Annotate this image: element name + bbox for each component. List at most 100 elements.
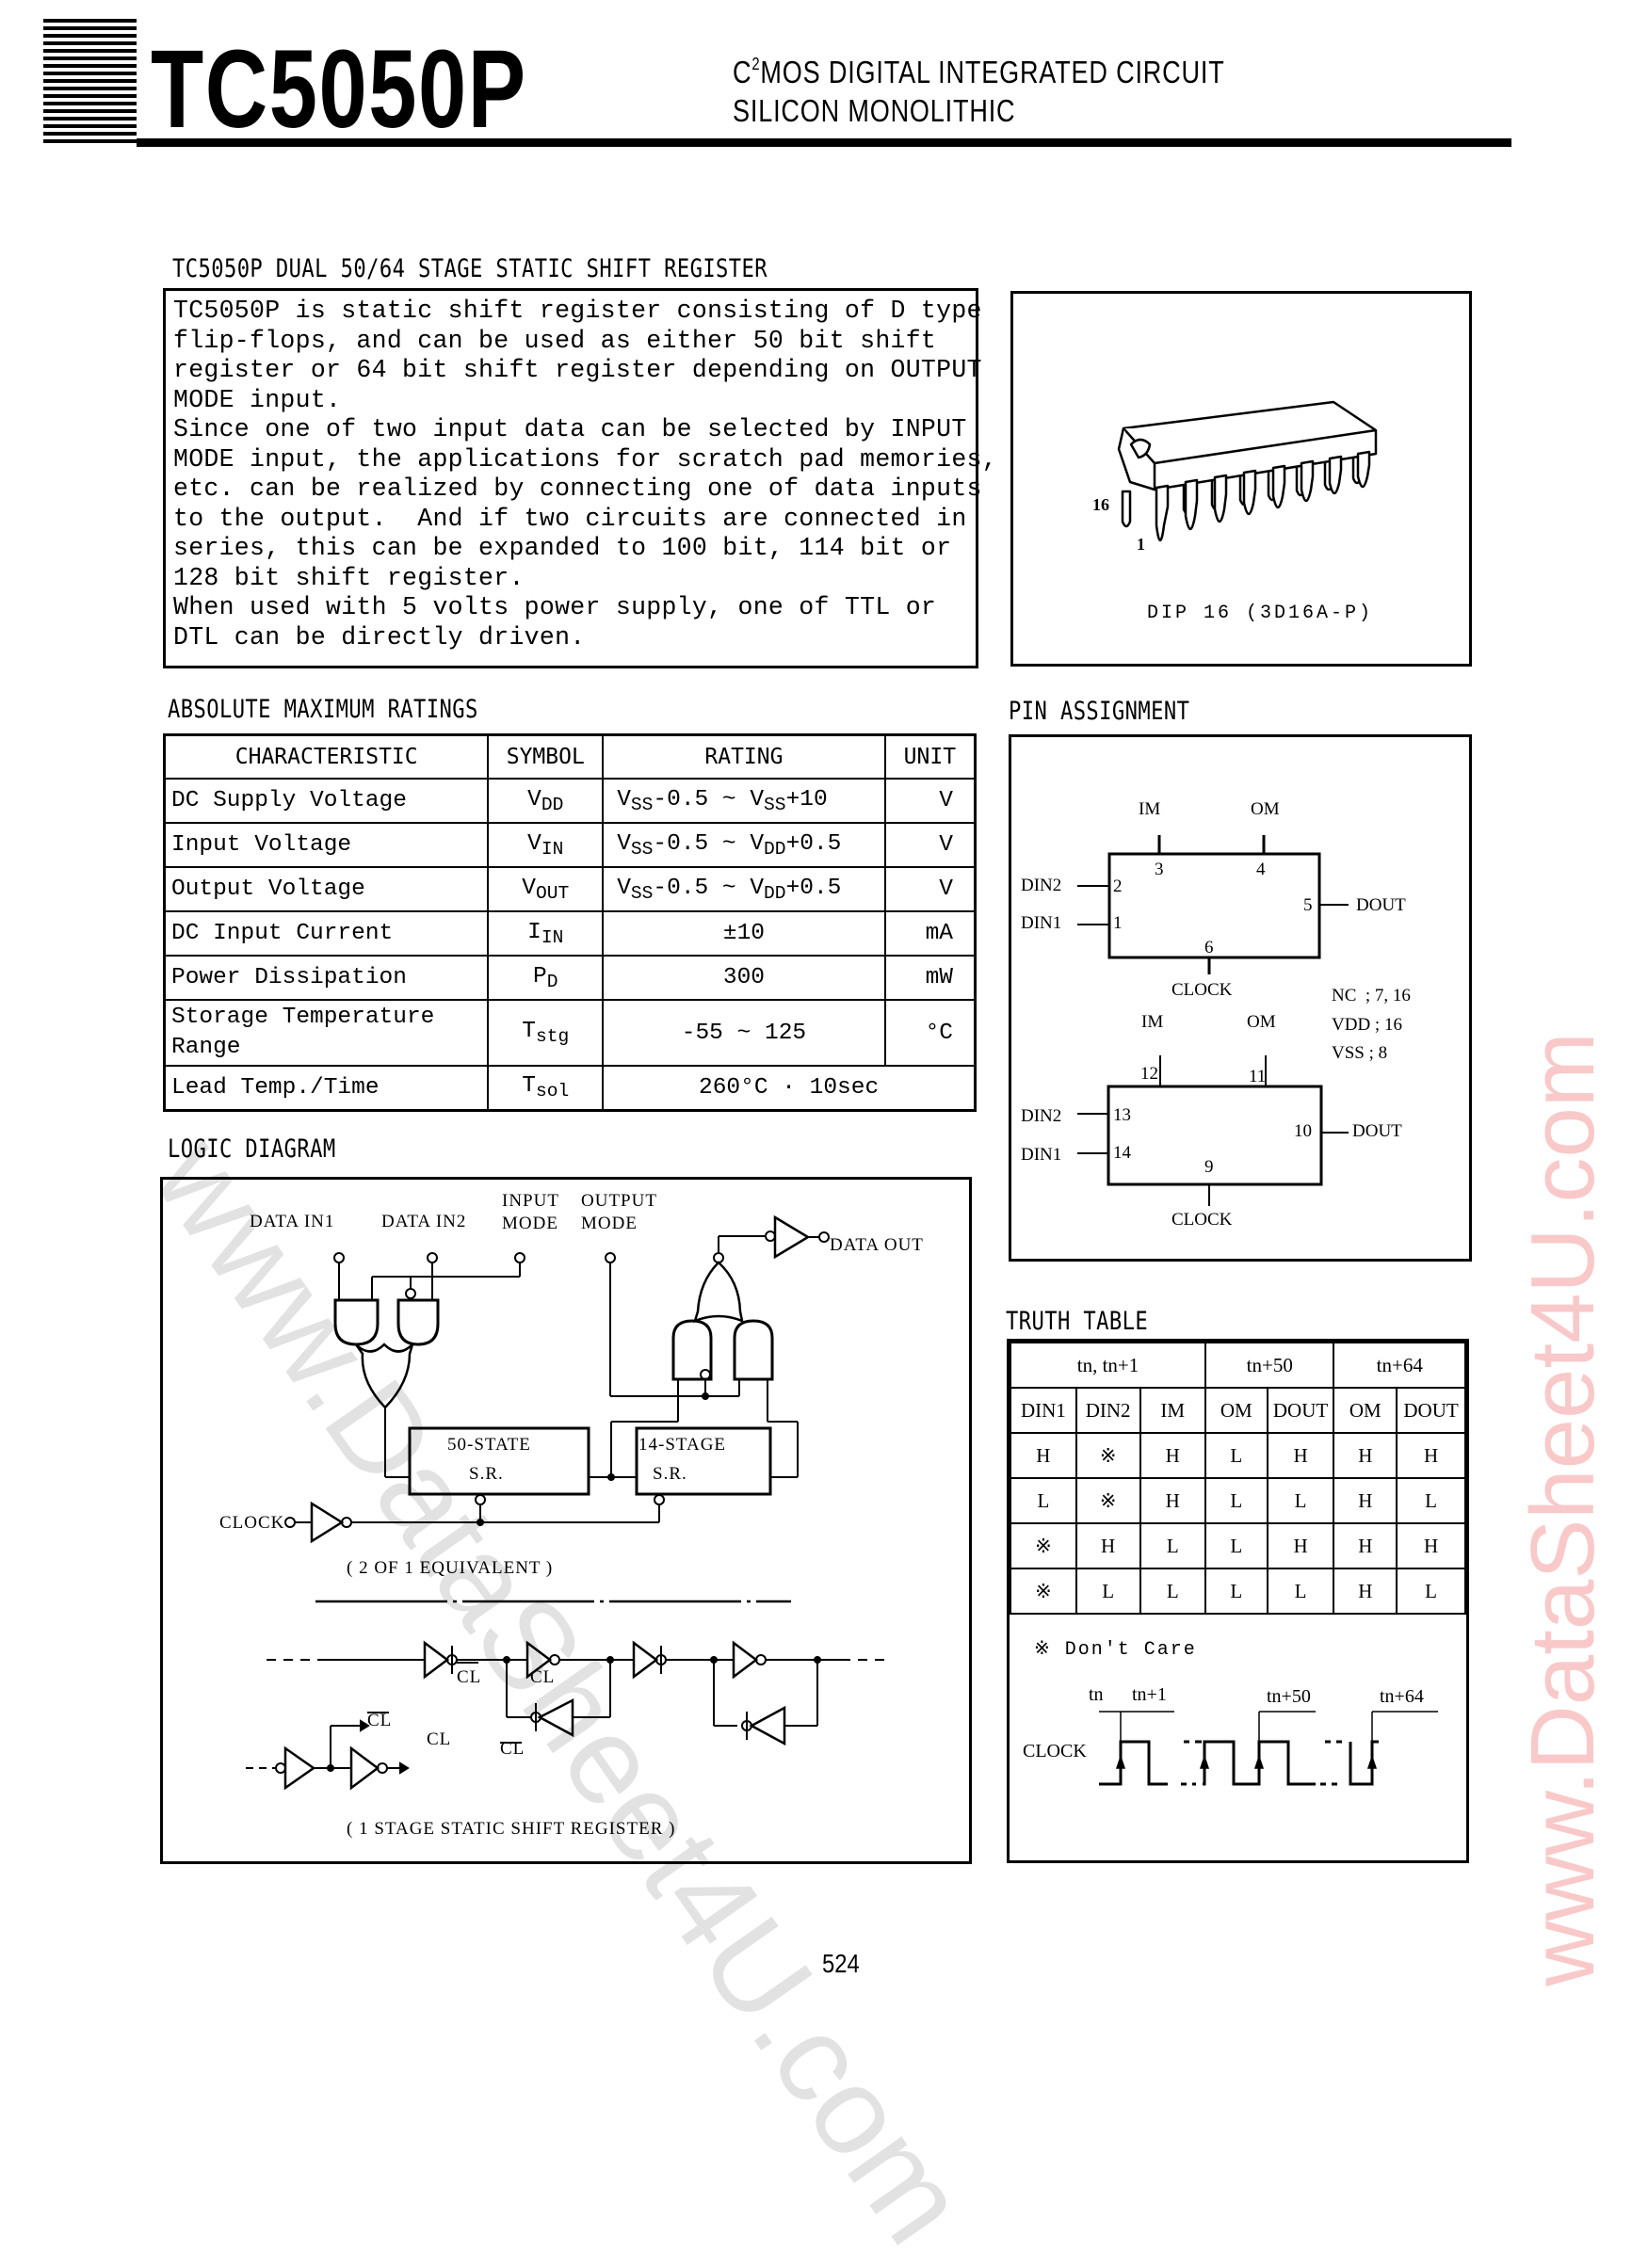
group-header-tn50: tn+50: [1204, 1342, 1335, 1389]
svg-text:50-STATE: 50-STATE: [447, 1435, 531, 1455]
characteristic-cell: Lead Temp./Time: [163, 1065, 490, 1111]
col-din2: DIN2: [1075, 1387, 1141, 1434]
svg-text:11: 11: [1249, 1067, 1266, 1086]
cell: ※: [1010, 1522, 1077, 1569]
cell: L: [1139, 1522, 1207, 1569]
svg-text:DATA IN1: DATA IN1: [250, 1212, 334, 1231]
pin-diagram: IM OM 3 4 DIN2 DIN1 2 1 5 DOUT 6 CLOCK I…: [1021, 799, 1411, 1230]
svg-text:IM: IM: [1141, 1012, 1163, 1032]
symbol-cell: Tsol: [487, 1065, 605, 1111]
svg-text:S.R.: S.R.: [653, 1464, 687, 1484]
symbol-cell: PD: [487, 955, 605, 1001]
header-stripe-logo: [43, 19, 137, 143]
svg-text:CL: CL: [427, 1729, 451, 1749]
svg-text:14: 14: [1113, 1143, 1132, 1163]
svg-text:14-STAGE: 14-STAGE: [638, 1435, 726, 1455]
subtitle-superscript: 2: [751, 55, 761, 73]
table-row: Storage Temperature Range Tstg -55 ~ 125…: [163, 999, 977, 1067]
svg-text:OUTPUT: OUTPUT: [581, 1191, 657, 1211]
ratings-table: CHARACTERISTIC SYMBOL RATING UNIT DC Sup…: [163, 733, 977, 1112]
logic-diagram: DATA IN1 DATA IN2 INPUT MODE OUTPUT MODE…: [219, 1191, 924, 1839]
truth-table: tn, tn+1 tn+50 tn+64 DIN1 DIN2 IM OM DOU…: [1010, 1342, 1466, 1615]
cell: H: [1266, 1522, 1335, 1569]
cell: L: [1204, 1522, 1268, 1569]
svg-text:DOUT: DOUT: [1356, 895, 1406, 915]
cell: H: [1333, 1522, 1398, 1569]
unit-cell: V: [883, 778, 977, 824]
side-watermark: www.DataSheet4U.com: [1512, 1032, 1613, 1987]
svg-text:CL: CL: [530, 1667, 555, 1687]
cell: L: [1204, 1568, 1268, 1615]
rating-cell: 300: [602, 955, 886, 1001]
logic-diagram-heading: LOGIC DIAGRAM: [168, 1134, 336, 1164]
svg-text:S.R.: S.R.: [469, 1464, 504, 1484]
cell: H: [1075, 1522, 1141, 1569]
header-rule: [137, 138, 1511, 147]
part-number-title: TC5050P: [151, 27, 527, 152]
svg-text:2: 2: [1113, 877, 1123, 896]
unit-cell: mW: [883, 955, 977, 1001]
subtitle-rest: MOS DIGITAL INTEGRATED CIRCUIT: [760, 55, 1225, 89]
ratings-heading: ABSOLUTE MAXIMUM RATINGS: [168, 695, 478, 724]
col-characteristic: CHARACTERISTIC: [163, 733, 490, 780]
characteristic-cell: Power Dissipation: [163, 955, 490, 1001]
col-om-50: OM: [1204, 1387, 1268, 1434]
group-header-tn64: tn+64: [1333, 1342, 1466, 1389]
cell: H: [1333, 1432, 1398, 1479]
pin-assignment-box: IM OM 3 4 DIN2 DIN1 2 1 5 DOUT 6 CLOCK I…: [1009, 734, 1472, 1262]
group-header-row: tn, tn+1 tn+50 tn+64: [1010, 1342, 1466, 1389]
svg-text:12: 12: [1140, 1064, 1158, 1084]
svg-text:IM: IM: [1139, 799, 1160, 819]
svg-text:DATA OUT: DATA OUT: [830, 1235, 924, 1255]
characteristic-cell: Output Voltage: [163, 866, 490, 912]
svg-text:10: 10: [1294, 1121, 1312, 1141]
col-om-64: OM: [1333, 1387, 1398, 1434]
cell: L: [1139, 1568, 1207, 1615]
svg-text:( 1 STAGE STATIC SHIFT REGISTE: ( 1 STAGE STATIC SHIFT REGISTER ): [347, 1819, 675, 1839]
column-header-row: DIN1 DIN2 IM OM DOUT OM DOUT: [1010, 1387, 1466, 1434]
cell: L: [1396, 1477, 1466, 1524]
svg-text:MODE: MODE: [581, 1214, 638, 1233]
svg-text:1: 1: [1113, 913, 1123, 933]
subtitle-prefix: C: [733, 55, 752, 89]
cell: L: [1010, 1477, 1077, 1524]
package-box: 16 1 DIP 16 (3D16A-P): [1010, 291, 1472, 667]
description-box: TC5050P is static shift register consist…: [163, 288, 997, 668]
characteristic-cell: DC Input Current: [163, 910, 490, 957]
characteristic-cell: Input Voltage: [163, 822, 490, 868]
table-row: DC Supply Voltage VDD VSS-0.5 ~ VSS+10 V: [163, 778, 977, 824]
pin16-label: 16: [1092, 495, 1109, 514]
block2-outline: [1107, 1085, 1323, 1186]
svg-text:5: 5: [1303, 895, 1313, 915]
svg-text:MODE: MODE: [502, 1214, 558, 1233]
rating-cell: VSS-0.5 ~ VDD+0.5: [602, 866, 886, 912]
table-row: Power Dissipation PD 300 mW: [163, 955, 977, 1001]
characteristic-cell: DC Supply Voltage: [163, 778, 490, 824]
cell: H: [1266, 1432, 1335, 1479]
table-row: Output Voltage VOUT VSS-0.5 ~ VDD+0.5 V: [163, 866, 977, 912]
svg-text:VDD ; 16: VDD ; 16: [1332, 1015, 1402, 1035]
rating-cell: 260°C · 10sec: [602, 1065, 977, 1111]
svg-text:tn+64: tn+64: [1380, 1686, 1424, 1707]
svg-text:DIN2: DIN2: [1021, 1106, 1061, 1126]
svg-text:tn+1: tn+1: [1132, 1684, 1167, 1705]
col-din1: DIN1: [1010, 1387, 1077, 1434]
svg-text:OM: OM: [1251, 799, 1280, 819]
col-im: IM: [1139, 1387, 1207, 1434]
table-row: Lead Temp./Time Tsol 260°C · 10sec: [163, 1065, 977, 1111]
cell: H: [1396, 1522, 1466, 1569]
cell: L: [1266, 1568, 1335, 1615]
truth-table-heading: TRUTH TABLE: [1006, 1307, 1149, 1336]
unit-cell: °C: [883, 999, 977, 1067]
cell: ※: [1075, 1477, 1141, 1524]
svg-text:CL: CL: [367, 1711, 392, 1730]
svg-text:INPUT: INPUT: [502, 1191, 559, 1211]
svg-text:3: 3: [1155, 860, 1164, 879]
cell: ※: [1075, 1432, 1141, 1479]
page-number: 524: [822, 1949, 860, 1978]
cell: L: [1396, 1568, 1466, 1615]
symbol-cell: Tstg: [487, 999, 605, 1067]
symbol-cell: VDD: [487, 778, 605, 824]
